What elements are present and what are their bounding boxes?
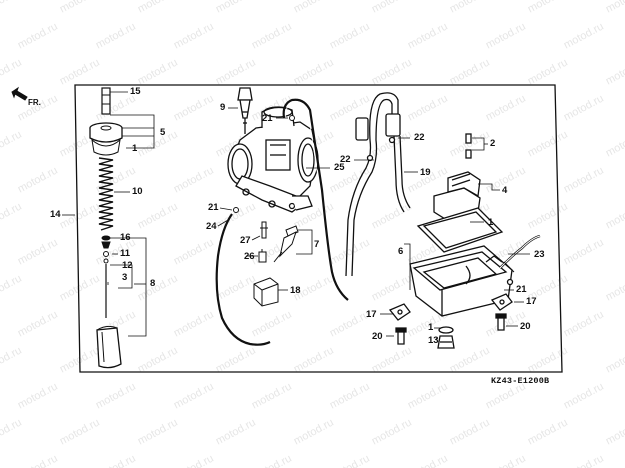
direction-label: FR. [28, 98, 41, 107]
leader-lines-left [62, 91, 155, 337]
float-bowl-assembly [388, 133, 541, 349]
callout-2: 2 [490, 138, 496, 149]
drawing-code: KZ43-E1200B [491, 376, 550, 386]
callout-26: 26 [244, 251, 255, 262]
callout-6: 6 [398, 246, 404, 257]
callout-20-right: 20 [520, 321, 531, 332]
vent-hose [345, 92, 411, 277]
callout-13: 13 [428, 335, 439, 346]
callout-3: 3 [122, 272, 128, 283]
callout-1-bottom: 1 [428, 322, 434, 333]
callout-23: 23 [534, 249, 545, 260]
callout-4: 4 [502, 185, 508, 196]
callout-24: 24 [206, 221, 217, 232]
callout-12: 12 [122, 260, 133, 271]
leader-lines-right [354, 137, 530, 343]
callout-8: 8 [150, 278, 156, 289]
callout-5: 5 [160, 127, 166, 138]
callout-19: 19 [420, 167, 431, 178]
callout-10: 10 [132, 186, 143, 197]
hoses [215, 98, 349, 346]
fittings-center [233, 115, 299, 307]
callout-21-mid: 21 [208, 202, 219, 213]
callout-1-right: 1 [488, 217, 494, 228]
callout-7: 7 [314, 239, 320, 250]
callout-21-right: 21 [516, 284, 527, 295]
callout-17-left: 17 [366, 309, 377, 320]
callout-1-left: 1 [132, 143, 138, 154]
callout-15: 15 [130, 86, 141, 97]
callout-11: 11 [120, 248, 131, 259]
callout-21-top: 21 [262, 113, 273, 124]
callout-22-top: 22 [414, 132, 425, 143]
callout-17-right: 17 [526, 296, 537, 307]
callout-20-left: 20 [372, 331, 383, 342]
leader-lines-center [217, 107, 330, 291]
callout-18: 18 [290, 285, 301, 296]
diagram-frame [74, 84, 563, 373]
callout-25: 25 [334, 162, 345, 173]
callout-16: 16 [120, 232, 131, 243]
callout-14: 14 [50, 209, 61, 220]
callout-22-left: 22 [340, 154, 351, 165]
throttle-stack [89, 87, 123, 369]
fr-arrow-icon [11, 86, 28, 101]
callout-27: 27 [240, 235, 251, 246]
callout-9: 9 [220, 102, 226, 113]
